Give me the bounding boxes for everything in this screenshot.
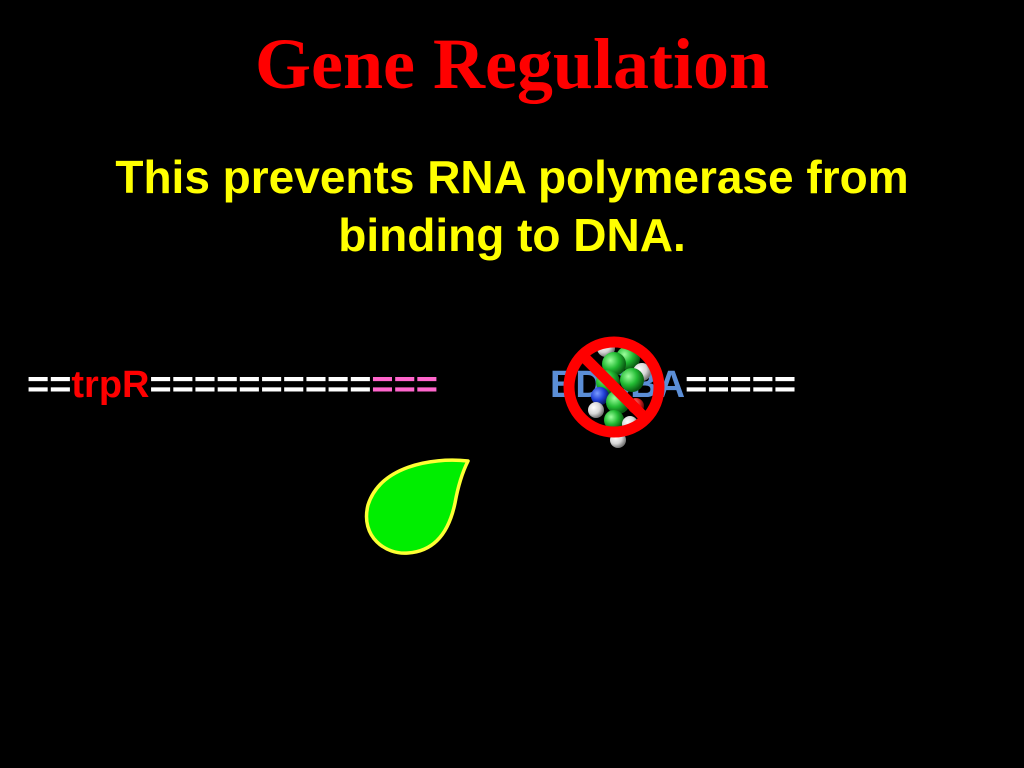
dna-segment-right: =====	[685, 364, 797, 406]
slide-title: Gene Regulation	[255, 24, 769, 104]
operator-segment: ===	[371, 364, 438, 406]
gene-trpR-label: trpR	[71, 364, 150, 406]
dna-segment-middle: ==========	[149, 364, 372, 406]
tryptophan-molecule-icon	[563, 336, 665, 448]
dna-strand: ==trpR=============EDCBA=====	[27, 357, 1007, 413]
repressor-protein-shape	[364, 458, 470, 555]
slide-subtitle: This prevents RNA polymerase from bindin…	[115, 151, 909, 261]
dna-segment-left: ==	[27, 364, 72, 406]
no-entry-icon	[563, 336, 665, 438]
